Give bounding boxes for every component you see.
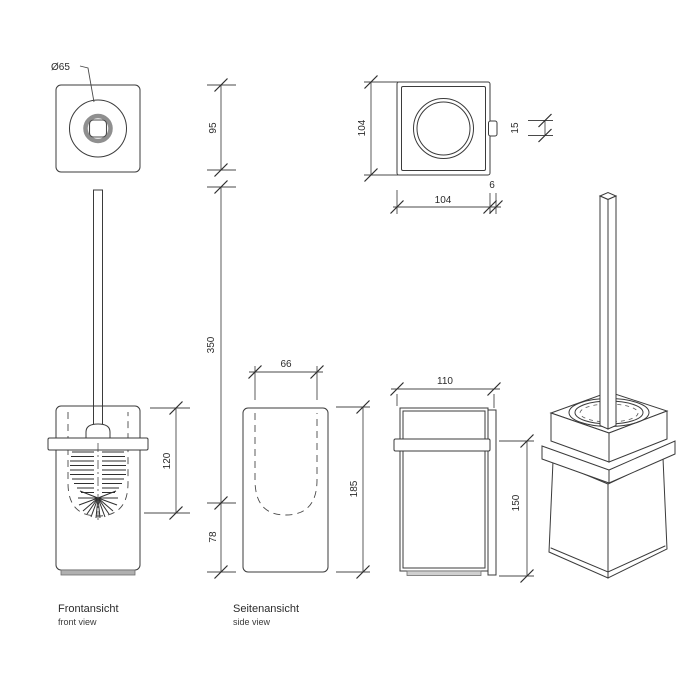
top-view: 104 15 104 6 bbox=[357, 75, 553, 214]
dim-tick bbox=[169, 506, 183, 520]
dim-tick bbox=[364, 168, 378, 182]
hidden-cavity-dashed bbox=[254, 413, 318, 516]
dim-110: 110 bbox=[437, 376, 453, 387]
dim-tick bbox=[520, 569, 534, 583]
dim-tick bbox=[214, 565, 228, 579]
holder-top-inner bbox=[401, 86, 486, 171]
wall-bracket-band bbox=[393, 438, 491, 452]
plate-circle-65 bbox=[69, 99, 127, 158]
brush-tip-starburst bbox=[78, 490, 118, 519]
opening-outer-circle bbox=[413, 98, 474, 159]
dim-tick bbox=[214, 496, 228, 510]
rod-pass-through bbox=[94, 407, 102, 427]
dim-tick bbox=[483, 200, 497, 214]
caption-front-en: front view bbox=[58, 617, 97, 627]
vertical-dimension-chain: 95 350 78 bbox=[206, 78, 236, 579]
dim-150: 150 bbox=[511, 494, 522, 511]
opening-bristle-hint bbox=[579, 403, 639, 423]
perspective-view bbox=[541, 191, 676, 579]
diameter-leader-line bbox=[79, 65, 95, 103]
caption-front-de: Frontansicht bbox=[58, 603, 119, 615]
dim-185: 185 bbox=[349, 480, 360, 497]
front-view-container: 120 bbox=[47, 401, 190, 576]
bracket-band-right bbox=[608, 440, 676, 484]
dim-120: 120 bbox=[162, 452, 173, 469]
dim-tick bbox=[538, 113, 552, 128]
wall-mount-tab bbox=[488, 120, 498, 137]
dim-tick bbox=[487, 382, 501, 396]
dim-tick bbox=[214, 180, 228, 194]
dim-tick bbox=[520, 434, 534, 448]
dim-tick bbox=[214, 163, 228, 177]
dim-15: 15 bbox=[510, 122, 521, 134]
dim-350: 350 bbox=[206, 336, 217, 353]
brush-ferrule-dome bbox=[85, 423, 111, 442]
dim-tick bbox=[214, 78, 228, 92]
dim-tick bbox=[390, 382, 404, 396]
side-view-with-bracket: 110 150 bbox=[390, 376, 534, 583]
wall-plate-front-view: Ø65 bbox=[51, 62, 141, 173]
dim-66: 66 bbox=[280, 359, 292, 370]
dim-104-vertical: 104 bbox=[357, 119, 368, 136]
brush-bristles bbox=[70, 451, 126, 493]
side-outline bbox=[242, 407, 329, 573]
container-base-plate bbox=[60, 569, 136, 576]
dim-tick bbox=[310, 365, 324, 379]
lid-right-face bbox=[608, 410, 668, 463]
dim-95: 95 bbox=[208, 122, 219, 134]
dim-tick bbox=[364, 75, 378, 89]
caption-side-en: side view bbox=[233, 617, 271, 627]
opening-inner-circle bbox=[416, 101, 471, 156]
body-base-edge bbox=[550, 545, 666, 573]
dim-tick bbox=[538, 128, 552, 143]
dim-6: 6 bbox=[489, 180, 495, 191]
holder-inner-line bbox=[402, 410, 486, 569]
wall-plate-edge bbox=[487, 409, 497, 576]
dim-78: 78 bbox=[208, 531, 219, 543]
caption-side-de: Seitenansicht bbox=[233, 603, 299, 615]
rod-right-face bbox=[607, 195, 617, 430]
dim-tick bbox=[356, 565, 370, 579]
dim-104-horizontal: 104 bbox=[435, 195, 452, 206]
dim-plate-diameter: Ø65 bbox=[51, 62, 70, 73]
dim-tick bbox=[489, 200, 503, 214]
view-captions: Frontansicht front view Seitenansicht si… bbox=[58, 603, 299, 627]
plate-center-square bbox=[88, 119, 108, 138]
side-view-container: 66 185 bbox=[242, 359, 370, 579]
brush-handle-rod bbox=[93, 189, 103, 427]
holder-top-outline bbox=[396, 81, 491, 176]
holder-outline bbox=[399, 407, 489, 572]
dim-tick bbox=[390, 200, 404, 214]
dim-tick bbox=[356, 400, 370, 414]
holder-base-plate bbox=[406, 570, 482, 576]
dim-tick bbox=[169, 401, 183, 415]
plate-ring bbox=[83, 113, 113, 144]
rod-left-face bbox=[599, 195, 609, 430]
dim-tick bbox=[248, 365, 262, 379]
